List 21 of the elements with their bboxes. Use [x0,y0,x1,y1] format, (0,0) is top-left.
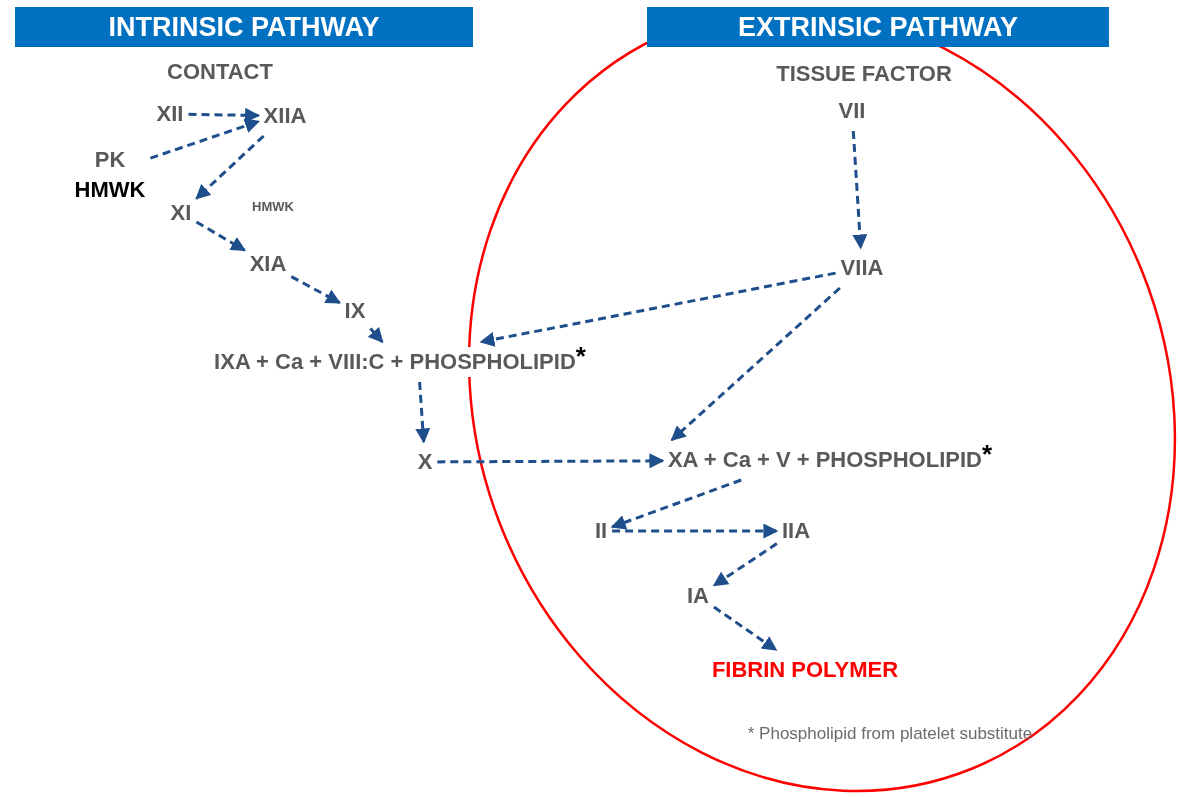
arrow [713,605,778,652]
arrow [188,107,261,123]
arrow [612,523,779,539]
pathway-label: CONTACT [167,57,273,86]
arrow [290,275,341,305]
arrow [367,326,384,344]
arrow [415,381,431,444]
factor-label: HMWK [74,176,146,204]
arrow [437,453,665,469]
arrow [195,134,265,200]
pathway-header: EXTRINSIC PATHWAY [647,7,1109,47]
arrow [149,118,260,160]
pathway-header: INTRINSIC PATHWAY [15,7,473,47]
arrow [851,130,868,250]
arrow [610,478,742,530]
arrow [195,220,246,252]
footnote: * Phospholipid from platelet substitute [747,723,1033,746]
arrow [479,271,836,347]
arrow [670,286,841,442]
pathway-label: TISSUE FACTOR [776,59,952,88]
arrow [712,542,778,587]
